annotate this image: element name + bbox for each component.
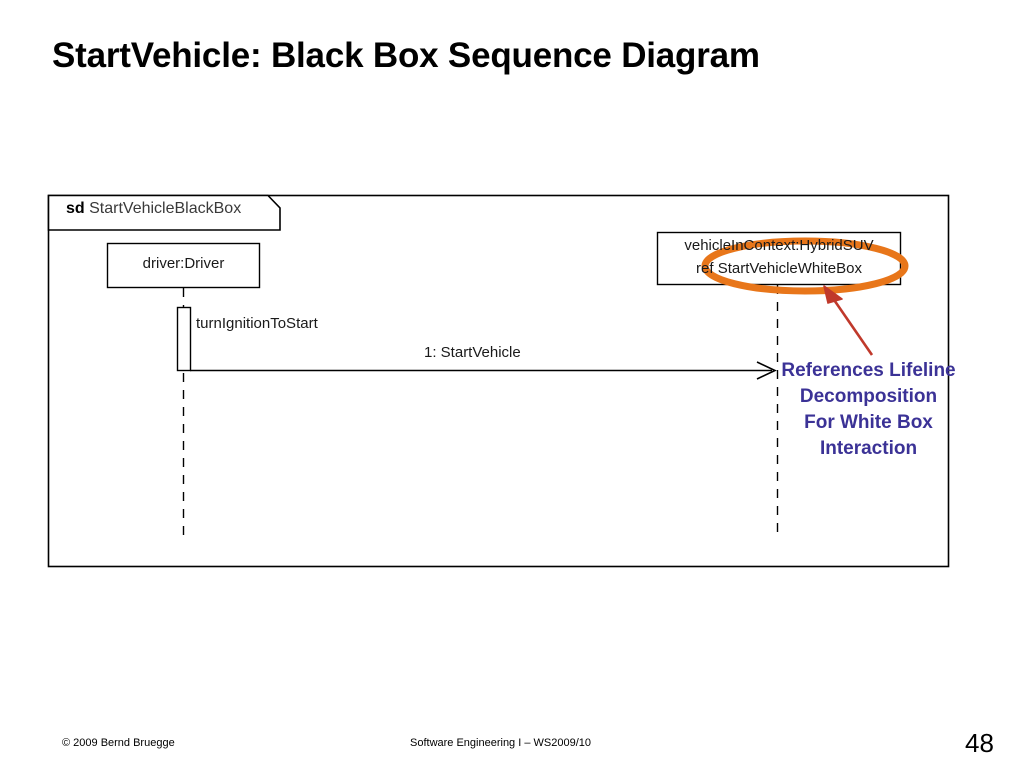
footer-copyright: © 2009 Bernd Bruegge [62, 737, 175, 749]
page-number: 48 [965, 728, 994, 758]
callout-line-3: For White Box [804, 412, 933, 433]
frame-name-tab [47, 194, 281, 231]
frame-keyword: sd [66, 200, 85, 217]
message-label-start-vehicle: 1: StartVehicle [424, 344, 521, 361]
callout-line-1: References Lifeline [781, 360, 956, 381]
callout-arrow-line [828, 293, 874, 356]
frame-label: sd StartVehicleBlackBox [66, 200, 241, 218]
frame-name: StartVehicleBlackBox [89, 200, 242, 217]
lifeline-label-driver: driver:Driver [142, 255, 225, 272]
highlight-ellipse [701, 237, 909, 295]
lifeline-head-driver [106, 242, 261, 289]
callout-arrow-head [823, 285, 843, 304]
callout-annotation: References Lifeline Decomposition For Wh… [746, 358, 991, 462]
lifeline-label-vehicle-line1: vehicleInContext:HybridSUV [684, 237, 874, 254]
callout-line-4: Interaction [819, 438, 918, 459]
message-arrowhead-start-vehicle [756, 361, 777, 380]
activation-label-turn-ignition: turnIgnitionToStart [196, 315, 318, 332]
lifeline-label-vehicle: vehicleInContext:HybridSUV ref StartVehi… [657, 234, 901, 280]
activation-bar-driver [176, 306, 192, 372]
lifeline-label-vehicle-line2: ref StartVehicleWhiteBox [696, 260, 862, 277]
footer-course: Software Engineering I – WS2009/10 [410, 737, 592, 749]
callout-line-2: Decomposition [799, 386, 938, 407]
page-title: StartVehicle: Black Box Sequence Diagram [52, 36, 760, 75]
